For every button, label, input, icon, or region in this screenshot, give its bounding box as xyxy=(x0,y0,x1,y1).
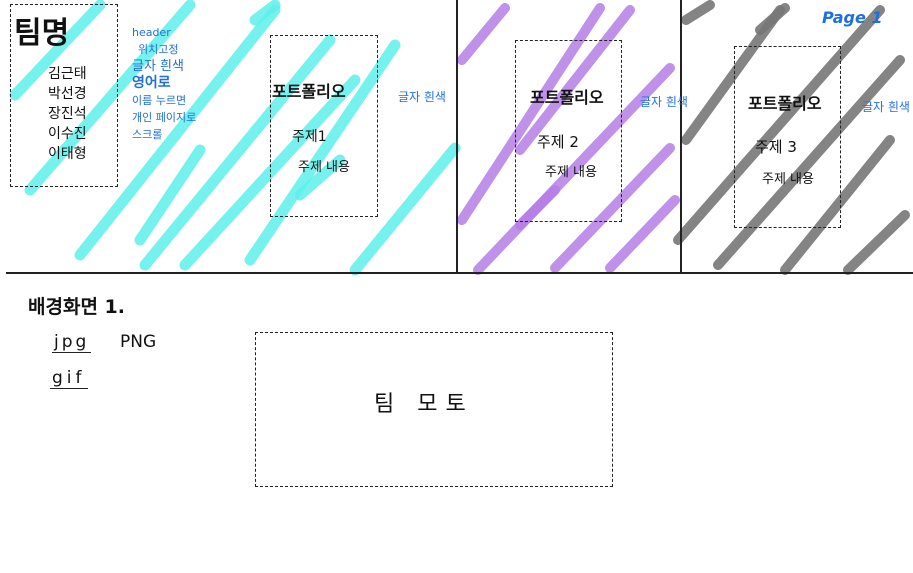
format-jpg: jpg xyxy=(52,332,92,353)
portfolio-2-content: 주제 내용 xyxy=(545,165,597,180)
member-list: 김근태 박선경 장진석 이수진 이태형 xyxy=(48,64,87,164)
hatch-stroke xyxy=(713,55,905,270)
hatch-stroke xyxy=(9,0,106,101)
hatch-stroke xyxy=(457,3,510,65)
hatch-stroke xyxy=(755,3,790,35)
header-notes: header 위치고정 글자 흰색 영어로 이름 누르면 개인 페이지로 스크롤 xyxy=(132,24,196,143)
note-click-name: 이름 누르면 xyxy=(132,94,187,107)
portfolio-card-1[interactable] xyxy=(270,35,378,217)
hatch-stroke xyxy=(139,34,336,271)
hatch-stroke xyxy=(24,0,196,196)
portfolio-1-subject: 주제1 xyxy=(292,129,327,145)
hatch-stroke xyxy=(249,0,281,26)
hatch-stroke xyxy=(605,195,680,273)
note-scroll: 스크롤 xyxy=(132,128,163,141)
member-2[interactable]: 박선경 xyxy=(48,86,87,102)
format-png: PNG xyxy=(120,332,157,352)
column-divider-2 xyxy=(680,0,682,272)
header-divider-line xyxy=(6,272,913,274)
team-photo-label: 팀 모토 xyxy=(374,392,474,417)
team-photo-box[interactable] xyxy=(255,332,613,487)
hatch-stroke xyxy=(457,3,605,225)
portfolio-2-title: 포트폴리오 xyxy=(530,88,604,107)
note-header: header xyxy=(132,26,171,39)
portfolio-3-side-note: 글자 흰색 xyxy=(862,100,910,114)
note-personal-page: 개인 페이지로 xyxy=(132,111,197,124)
hatch-stroke xyxy=(673,5,885,245)
portfolio-1-title: 포트폴리오 xyxy=(272,82,346,101)
portfolio-card-3[interactable] xyxy=(734,46,841,228)
hatch-stroke xyxy=(681,0,715,25)
portfolio-3-title: 포트폴리오 xyxy=(748,94,822,113)
format-gif: gif xyxy=(50,368,88,389)
portfolio-card-2[interactable] xyxy=(515,40,622,222)
member-4[interactable]: 이수진 xyxy=(48,126,87,142)
note-white-text: 글자 흰색 xyxy=(132,59,184,74)
member-5[interactable]: 이태형 xyxy=(48,146,87,162)
portfolio-2-subject: 주제 2 xyxy=(537,133,579,151)
hatch-stroke xyxy=(550,143,675,273)
team-name[interactable]: 팀명 xyxy=(14,16,70,51)
portfolio-1-content: 주제 내용 xyxy=(298,160,350,175)
hatch-stroke xyxy=(780,135,895,275)
hatch-stroke xyxy=(515,185,560,230)
hatch-stroke xyxy=(515,5,635,155)
hatch-stroke xyxy=(134,144,206,246)
note-english: 영어로 xyxy=(132,75,171,91)
note-fixed: 위치고정 xyxy=(138,43,179,56)
hatch-stroke xyxy=(244,39,401,266)
hatch-stroke xyxy=(843,210,910,275)
team-members-box xyxy=(10,4,118,187)
hatch-stroke xyxy=(349,142,461,276)
portfolio-2-side-note: 글자 흰색 xyxy=(640,95,688,109)
portfolio-1-side-note: 글자 흰색 xyxy=(398,90,446,104)
member-3[interactable]: 장진석 xyxy=(48,106,87,122)
portfolio-3-content: 주제 내용 xyxy=(762,172,814,187)
member-1[interactable]: 김근태 xyxy=(48,66,87,82)
hatch-stroke xyxy=(473,63,675,275)
column-divider-1 xyxy=(456,0,458,272)
background-label: 배경화면 1. xyxy=(28,296,125,318)
portfolio-3-subject: 주제 3 xyxy=(755,138,797,156)
page-label: Page 1 xyxy=(822,8,883,27)
hatch-stroke xyxy=(294,154,346,201)
hatch-stroke xyxy=(74,4,281,261)
